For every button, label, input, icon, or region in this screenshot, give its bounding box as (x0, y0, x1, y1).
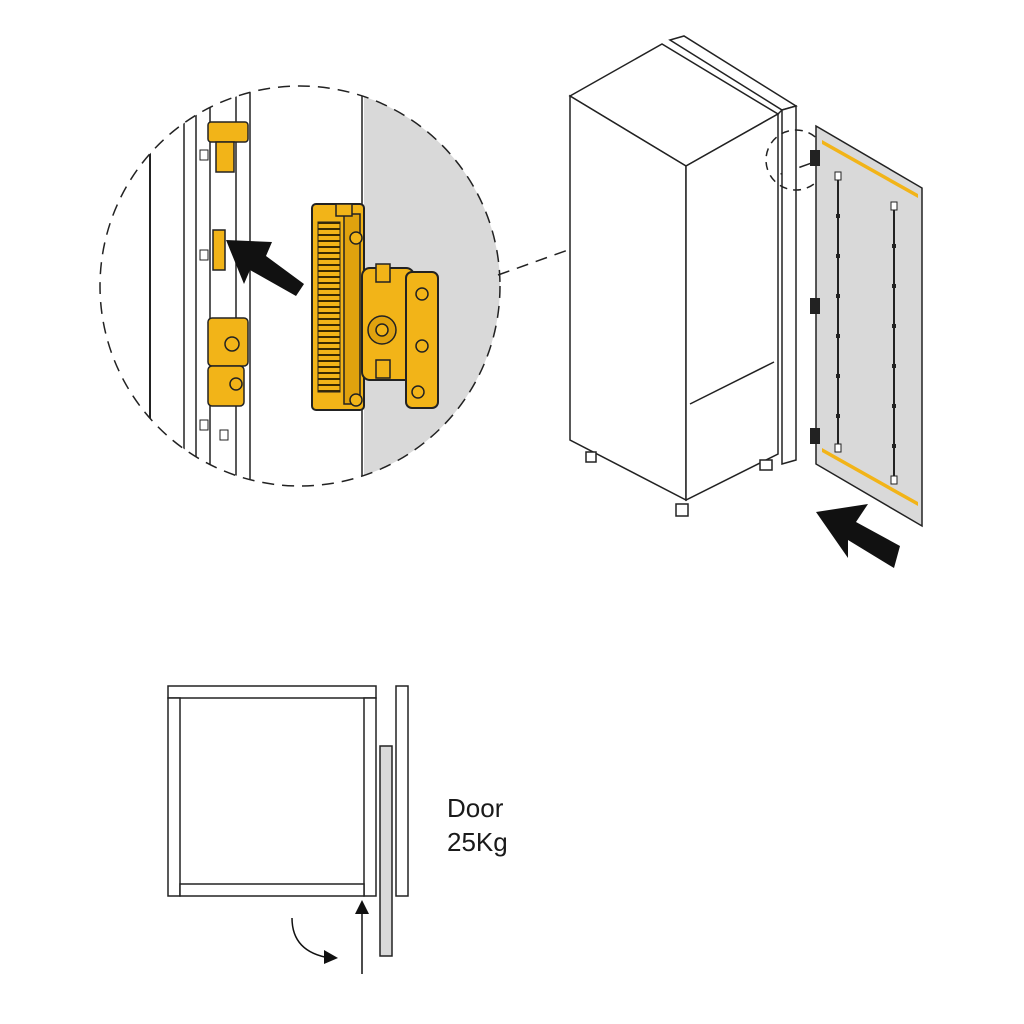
rail-clip-top (207, 121, 249, 173)
door-hinges (810, 150, 820, 444)
cabinet-plan-view (167, 685, 409, 957)
door-panel-plan (379, 745, 393, 957)
cabinet-feet (585, 451, 773, 517)
rail-clip-bottom (207, 317, 249, 407)
hinge-body (311, 203, 365, 411)
door-install-arrow (816, 504, 900, 568)
weight-label: 25Kg (447, 827, 508, 857)
cabinet-door (810, 124, 923, 528)
hinge-mount-plate (405, 271, 439, 409)
hinge-arm (361, 263, 415, 381)
rail-clip-mid (212, 229, 226, 271)
door-label: Door (447, 793, 504, 823)
hinge-mount-arrow (226, 240, 304, 296)
push-arrow (355, 900, 369, 974)
tall-cabinet (568, 35, 798, 502)
rotate-arrow (291, 917, 338, 964)
hinge-detail-zoom (99, 85, 501, 487)
